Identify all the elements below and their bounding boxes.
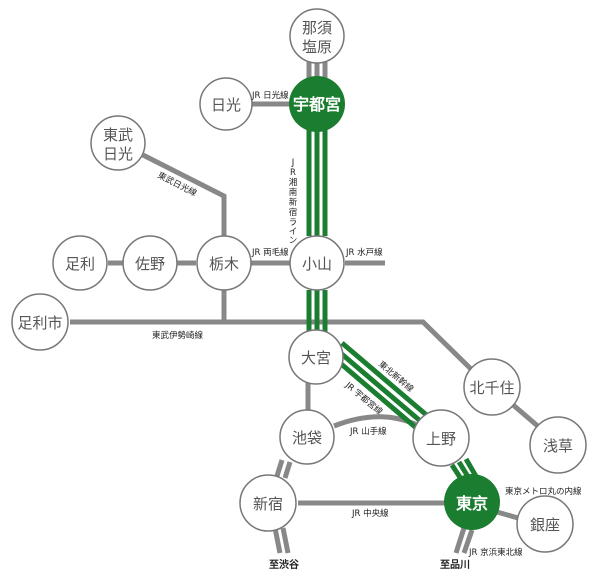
svg-text:ン: ン [289, 236, 298, 246]
station-asakusa[interactable]: 浅草 [529, 416, 587, 474]
label-shonan-shinjuku: J R 湘 南 新 宿 ラ イ ン [289, 158, 298, 246]
station-label: 那須 [302, 19, 332, 37]
station-label: 小山 [302, 255, 332, 273]
station-label: 銀座 [530, 516, 560, 534]
station-label: 池袋 [292, 429, 322, 447]
station-label: 栃木 [209, 255, 239, 273]
station-label: 東京 [456, 494, 488, 513]
station-ueno[interactable]: 上野 [412, 409, 470, 467]
label-jr-mito: JR 水戸線 [345, 247, 383, 258]
line-omiya-ueno-a [340, 341, 432, 420]
station-label: 塩原 [302, 38, 332, 56]
svg-text:宿: 宿 [289, 207, 298, 218]
station-label: 新宿 [253, 495, 283, 513]
svg-text:南: 南 [289, 187, 298, 198]
station-sano[interactable]: 佐野 [122, 235, 178, 291]
line-to-shinagawa-b [461, 529, 475, 554]
station-omiya[interactable]: 大宮 [288, 329, 344, 385]
destination-shinagawa: 至品川 [440, 559, 470, 571]
line-marunouchi [496, 509, 519, 521]
label-jr-nikko: JR 日光線 [251, 90, 289, 101]
line-tobu-isesaki [70, 319, 476, 374]
station-label: 東武 [103, 126, 133, 144]
green-lines [306, 125, 480, 484]
station-label: 足利市 [17, 314, 62, 332]
station-label: 足利 [65, 255, 95, 273]
station-tokyo[interactable]: 東京 [444, 474, 500, 530]
line-to-shibuya-b [280, 527, 291, 554]
station-label: 日光 [103, 145, 133, 163]
stations: 那須 塩原 宇都宮 日光 東武 日光 足利 佐野 [11, 8, 587, 553]
label-marunouchi: 東京メトロ丸の内線 [505, 486, 582, 497]
destination-shibuya: 至渋谷 [269, 558, 300, 571]
line-omiya-ueno-c [331, 355, 423, 434]
station-kitasenju[interactable]: 北千住 [463, 358, 521, 416]
line-kitasenju-asakusa [510, 402, 542, 430]
station-tochigi[interactable]: 栃木 [196, 235, 252, 291]
svg-text:湘: 湘 [289, 177, 298, 188]
svg-text:J: J [291, 158, 295, 168]
label-keihin-tohoku: JR 京浜東北線 [468, 547, 523, 558]
station-label: 上野 [426, 430, 456, 448]
label-tobu-isesaki: 東武伊勢崎線 [152, 330, 204, 341]
line-omiya-ueno-b [335, 348, 427, 427]
station-label: 浅草 [543, 437, 573, 455]
svg-text:R: R [290, 168, 296, 178]
label-jr-chuo: JR 中央線 [351, 508, 389, 519]
station-utsunomiya[interactable]: 宇都宮 [289, 76, 345, 132]
station-oyama[interactable]: 小山 [289, 235, 345, 291]
svg-text:イ: イ [289, 227, 298, 237]
station-label: 日光 [211, 96, 241, 114]
station-tobu-nikko[interactable]: 東武 日光 [90, 115, 146, 171]
station-ashikagashi[interactable]: 足利市 [11, 293, 69, 351]
line-to-shibuya-a [272, 527, 283, 554]
station-ashikaga[interactable]: 足利 [52, 235, 108, 291]
line-tobu-nikko [141, 152, 227, 238]
line-to-shinagawa-a [453, 527, 467, 554]
line-ikebukuro-shinjuku-a [274, 459, 285, 477]
svg-text:新: 新 [289, 197, 298, 208]
station-nasushiobara[interactable]: 那須 塩原 [289, 8, 345, 64]
station-ginza[interactable]: 銀座 [516, 495, 574, 553]
station-nikko[interactable]: 日光 [199, 77, 253, 131]
svg-text:ラ: ラ [289, 218, 298, 228]
label-jr-yamanote: JR 山手線 [349, 426, 387, 437]
label-jr-ryomo: JR 両毛線 [251, 247, 289, 258]
line-ikebukuro-shinjuku-b [282, 461, 293, 479]
station-label: 北千住 [469, 379, 514, 397]
station-label: 宇都宮 [293, 95, 341, 114]
station-label: 佐野 [135, 255, 165, 273]
station-label: 大宮 [301, 349, 331, 367]
station-shinjuku[interactable]: 新宿 [239, 474, 297, 532]
station-ikebukuro[interactable]: 池袋 [279, 409, 335, 465]
